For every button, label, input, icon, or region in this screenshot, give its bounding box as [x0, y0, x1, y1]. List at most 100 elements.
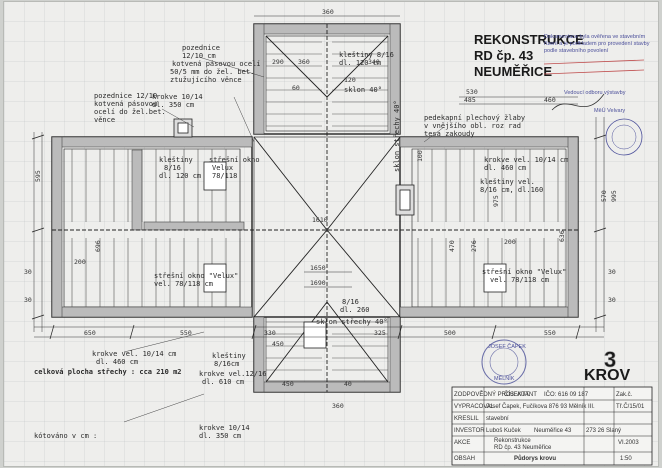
annotation-pozednice-top: pozednice 12/10 cm kotvená pásovou ocelí… [170, 44, 261, 84]
annotation-text: kotvená pásovou [94, 100, 157, 108]
table-cell: VYPRACOVAL [454, 404, 495, 410]
project-heading: REKONSTRUKCE RD čp. 43 NEUMĚŘICE [474, 32, 584, 79]
annotation-text: střešní okno [209, 156, 260, 164]
title-block-table: ZODPOVĚDNÝ PROJEKTANT ČÍS. AUT. IČO: 616… [451, 386, 653, 466]
annotation-text: vel. 78/118 cm [490, 276, 549, 284]
annotation-text: pozednice [182, 44, 220, 52]
annotation-text: kleštiny [159, 156, 193, 164]
table-cell: KRESLIL [454, 416, 479, 422]
table-cell: Rekonstrukce [494, 438, 531, 444]
table-cell: OBSAH [454, 456, 475, 462]
annotation-text: střešní okno "Velux" [482, 268, 566, 276]
dim-label: 570 [600, 190, 608, 202]
dim-label: 276 [470, 240, 478, 252]
dimension-tick [129, 324, 135, 340]
dim-label: 200 [504, 238, 516, 246]
table-cell: AKCE [454, 440, 470, 446]
annotation-text: krokve vel. 10/14 cm [484, 156, 568, 164]
dimension-tick [575, 324, 581, 340]
dimension-tick [593, 134, 607, 140]
annotation-text: tesa zakoudy [424, 130, 475, 138]
dim-label: 595 [34, 170, 42, 182]
table-cell: RD čp. 43 Neuměřice [494, 445, 552, 451]
stamp-text: MěÚ Velvary [594, 107, 625, 114]
heading-line: NEUMĚŘICE [474, 64, 552, 79]
dim-label: 325 [374, 329, 386, 337]
total-roof-area: celková plocha střechy : cca 210 m2 [34, 368, 182, 376]
annotation-text: 8/16 [342, 298, 359, 306]
dimension-tick [49, 324, 55, 340]
dim-label: 120 [344, 76, 356, 84]
annotation-text: krokve 10/14 [199, 424, 250, 432]
dim-label: 1610 [312, 216, 328, 224]
plan-sheet: pozednice 12/10 cm kotvená pásovou ocelí… [4, 2, 658, 466]
annotation-pedekapni: pedekapní plechový žlaby v vnějšího obl.… [424, 114, 525, 138]
annotation-text: střešní okno "Velux" [154, 272, 238, 280]
annotation-klestiny-top: kleštiny 8/16 dl. 120 cm [339, 51, 394, 67]
dimension-tick [31, 314, 45, 320]
dimension-values: 360 290 360 340 60 120 530 485 460 1650 … [24, 8, 618, 410]
chimney [173, 118, 415, 216]
annotation-text: kleštiny vel. [480, 178, 535, 186]
dim-label: 330 [264, 329, 276, 337]
table-cell: ČÍS. AUT. [504, 391, 530, 398]
table-cell: Neuměřice 43 [534, 428, 572, 434]
annotation-krokve-1: krokve 10/14 dl. 350 cm [152, 93, 203, 109]
annotation-text: krokve 10/14 [152, 93, 203, 101]
annotation-text: vel. 78/118 cm [154, 280, 213, 288]
annotation-text: věnce [94, 116, 115, 124]
dim-label: 995 [610, 190, 618, 202]
dim-label: 30 [24, 296, 32, 304]
dim-label: 1690 [310, 279, 326, 287]
dimension-tick [397, 324, 403, 340]
dim-label: 30 [608, 296, 616, 304]
annotation-text: 50/5 mm do žel. bet. [170, 68, 254, 76]
annotation-krokve-4: krokve vel.12/16 dl. 610 cm [199, 370, 266, 386]
dim-label: 550 [180, 329, 192, 337]
dim-label: 30 [608, 268, 616, 276]
dim-label: 470 [448, 240, 456, 252]
annotation-text: dl. 350 cm [199, 432, 241, 440]
dim-label: 360 [298, 58, 310, 66]
dim-label: 530 [466, 88, 478, 96]
annotation-text: 8/16 cm, dl.160 [480, 186, 543, 194]
designer-round-stamp: JOSEF ČAPEK MĚLNÍK [481, 339, 527, 385]
annotation-text: dl. 260 [340, 306, 370, 314]
stamp-text: Dokumentace byla ověřena ve stavebním [544, 34, 646, 40]
annotation-klestiny-5: kleštiny 8/16cm [212, 352, 246, 368]
annotation-text: kleštiny [212, 352, 246, 360]
table-cell: Půdorys krovu [514, 455, 556, 462]
dim-label: 360 [322, 8, 334, 16]
approval-stamp: Dokumentace byla ověřena ve stavebním ří… [543, 34, 650, 156]
velux-window [203, 161, 507, 349]
dimension-tick [251, 324, 257, 340]
handwritten-date [543, 59, 645, 75]
annotation-text: dl. 610 cm [202, 378, 244, 386]
dim-label: 40 [344, 380, 352, 388]
annotation-krokve-2: krokve vel. 10/14 cm dl. 460 cm [484, 156, 568, 172]
dimension-tick [491, 324, 497, 340]
round-stamp-text: JOSEF ČAPEK [488, 343, 526, 350]
table-cell: Josef Čapek, Fučíkova 876 93 Mělník III. [486, 403, 595, 410]
annotation-strecni-okno-2: střešní okno "Velux" vel. 78/118 cm [154, 272, 238, 288]
dim-label: 60 [292, 84, 300, 92]
table-cell: stavební [486, 416, 509, 422]
annotation-klestiny-3: kleštiny vel. 8/16 cm, dl.160 [480, 178, 543, 194]
annotation-krokve-3: krokve vel. 10/14 cm dl. 460 cm [92, 350, 176, 366]
dim-label: 360 [332, 402, 344, 410]
dimension-lines [33, 15, 605, 338]
dim-label: 550 [544, 329, 556, 337]
dim-label: 200 [74, 258, 86, 266]
annotation-text: 8/16 [164, 164, 181, 172]
table-cell: Luboš Kuček [486, 428, 522, 434]
table-cell: Zak.č. [616, 392, 633, 398]
table-cell: ZODPOVĚDNÝ PROJEKTANT [454, 390, 537, 398]
dim-label: 30 [24, 268, 32, 276]
annotation-text: 8/16cm [214, 360, 239, 368]
rafters-top [266, 41, 388, 127]
annotation-text: dl. 460 cm [96, 358, 138, 366]
dim-label: 485 [464, 96, 476, 104]
annotation-text: krokve vel.12/16 [199, 370, 266, 378]
annotation-text: ocelí do žel.bet. [94, 108, 166, 116]
annotation-text: dl. 120 cm [339, 59, 381, 67]
